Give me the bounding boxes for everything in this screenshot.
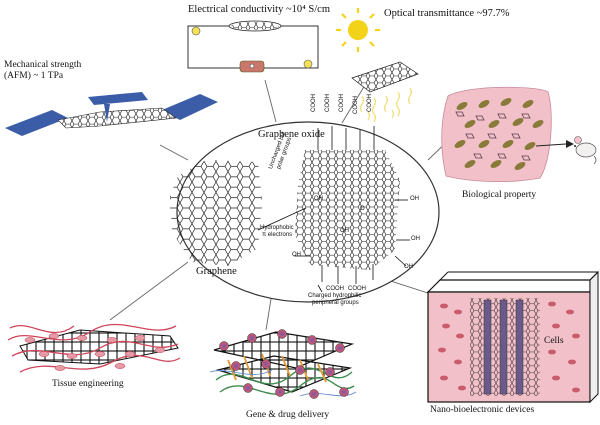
oh-right-1: OH	[410, 196, 419, 202]
charged-hydrophilic-label-line2: peripheral groups	[312, 300, 359, 306]
nano-bioelectronic-devices	[426, 270, 599, 404]
charged-hydrophilic-label-line1: Charged hydrophilic	[308, 293, 362, 299]
cooh-top-3: COOH	[339, 94, 345, 112]
electrical-conductivity-label: Electrical conductivity ~10⁴ S/cm	[188, 4, 331, 15]
oh-right-2: OH	[411, 236, 420, 242]
nano-bioelectronic-label: Nano-bioelectronic devices	[430, 405, 535, 415]
graphene-oxide-label: Graphene oxide	[258, 129, 325, 140]
cooh-bottom-1: COOH	[326, 286, 344, 292]
biological-property-label: Biological property	[462, 190, 537, 200]
tissue-engineering-label: Tissue engineering	[52, 379, 124, 389]
graphene-oxide-structure	[257, 126, 410, 293]
oh-inner-1: OH	[314, 196, 323, 202]
cooh-top-5: COOH	[367, 94, 373, 112]
graphene-honeycomb	[170, 160, 262, 266]
biological-tissue	[441, 86, 574, 183]
transmittance-sheet	[351, 61, 419, 123]
cells-label: Cells	[544, 336, 564, 346]
electrical-circuit	[187, 20, 319, 73]
o-inner: O	[360, 206, 365, 212]
cooh-top-4: COOH	[353, 96, 359, 114]
hydrophobic-label-line1: Hydrophobic	[260, 225, 294, 231]
gene-drug-delivery	[209, 329, 357, 399]
hydrophobic-label-line2: π electrons	[262, 232, 293, 238]
oh-inner-2: OH	[340, 228, 349, 234]
mechanical-strength-label-line1: Mechanical strength	[4, 60, 82, 70]
cooh-bottom-2: COOH	[348, 286, 366, 292]
mouse-icon	[574, 136, 597, 165]
mechanical-strength-label-line2: (AFM) ~ 1 TPa	[4, 71, 64, 81]
optical-transmittance-label: Optical transmittance ~97.7%	[384, 8, 510, 19]
afm-sheet	[5, 92, 218, 136]
oh-right-3: OH	[404, 264, 413, 270]
gene-drug-delivery-label: Gene & drug delivery	[246, 410, 330, 420]
tissue-engineering-scaffold	[7, 323, 181, 373]
graphene-label: Graphene	[196, 266, 237, 277]
oh-left: OH	[292, 252, 301, 258]
cooh-top-1: COOH	[311, 94, 317, 112]
cooh-top-2: COOH	[325, 94, 331, 112]
sun-icon	[336, 8, 380, 52]
